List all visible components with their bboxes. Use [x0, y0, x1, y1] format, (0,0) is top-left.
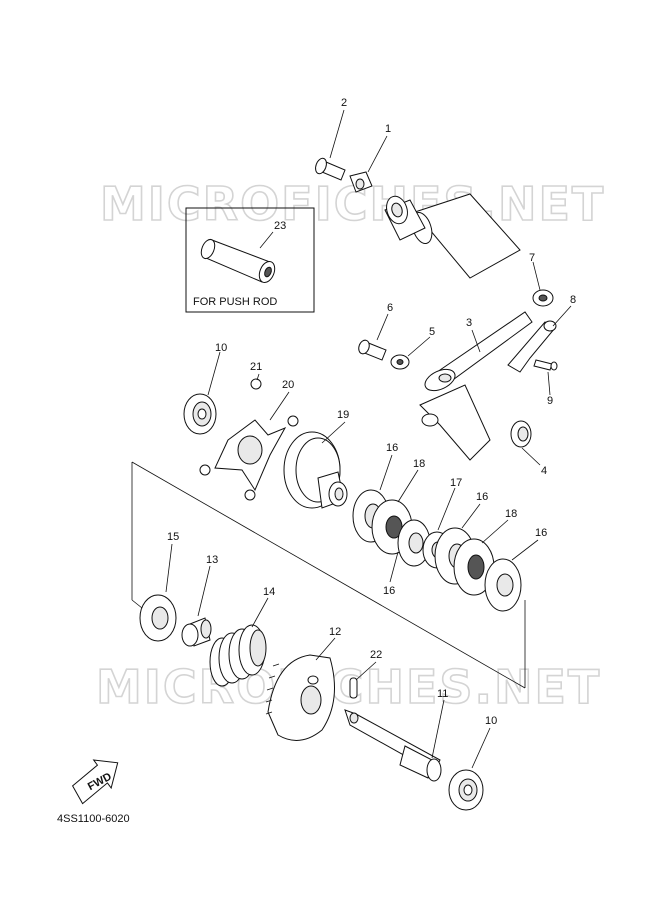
callout-22: 22 [370, 649, 382, 661]
spring-part-14 [209, 624, 267, 687]
collar-part-13 [181, 617, 212, 647]
callout-19: 19 [337, 409, 349, 421]
bearing-part-10-upper [183, 393, 217, 435]
callout-16-b: 16 [476, 491, 488, 503]
diagram-code: 4SS1100-6020 [57, 813, 130, 825]
washer-part-15 [139, 594, 177, 642]
callout-17: 17 [450, 477, 462, 489]
callout-18-a: 18 [413, 458, 425, 470]
pin-part-22 [349, 677, 358, 699]
bearing-part-10-lower [448, 769, 484, 811]
callout-6: 6 [387, 302, 393, 314]
callout-15: 15 [167, 531, 179, 543]
callout-9: 9 [547, 395, 553, 407]
callout-16-c: 16 [535, 527, 547, 539]
callout-16-a: 16 [386, 442, 398, 454]
callout-4: 4 [541, 465, 547, 477]
callout-23: 23 [274, 220, 286, 232]
callout-1: 1 [385, 123, 391, 135]
callout-2: 2 [341, 97, 347, 109]
callout-21: 21 [250, 361, 262, 373]
callout-7: 7 [529, 252, 535, 264]
shaft-part-11 [344, 709, 442, 782]
washer-part-5 [390, 354, 410, 370]
callouts: 2 1 23 7 8 3 6 5 9 4 10 21 20 19 16 18 1… [167, 97, 576, 727]
callout-5: 5 [429, 326, 435, 338]
segment-part-20 [214, 419, 287, 492]
stopper-lever-part-8 [507, 320, 557, 373]
bolt-part-6 [358, 339, 387, 361]
callout-8: 8 [570, 294, 576, 306]
callout-20: 20 [282, 379, 294, 391]
push-rod-collar-part [200, 238, 276, 284]
drum-part-19 [283, 431, 348, 509]
inset-push-rod: FOR PUSH ROD [185, 207, 315, 313]
nut-part-1 [349, 171, 373, 193]
callout-12: 12 [329, 626, 341, 638]
assembly-frame [131, 461, 526, 689]
callout-11: 11 [437, 688, 448, 700]
callout-18-b: 18 [505, 508, 517, 520]
shift-shaft-housing [384, 193, 521, 279]
bolt-part-2 [315, 157, 346, 181]
balls-part-21 [199, 378, 299, 501]
bolt-part-9 [533, 359, 558, 371]
callout-10-lower: 10 [485, 715, 497, 727]
callout-16-d: 16 [383, 585, 395, 597]
plates-group-2 [434, 527, 522, 612]
leader-lines [165, 109, 572, 769]
callout-14: 14 [263, 586, 275, 598]
fwd-arrow-icon: FWD [71, 759, 119, 805]
callout-13: 13 [206, 554, 218, 566]
shift-lever-part-3 [419, 311, 533, 461]
inset-caption: FOR PUSH ROD [193, 296, 277, 308]
watermark-top: MICROFICHES.NET [100, 177, 605, 231]
callout-3: 3 [466, 317, 472, 329]
collar-part-7 [532, 289, 554, 307]
watermark-bottom: MICROFICHES.NET [96, 660, 601, 714]
gear-part-12 [265, 654, 335, 741]
washer-part-4 [510, 420, 532, 448]
callout-10-upper: 10 [215, 342, 227, 354]
